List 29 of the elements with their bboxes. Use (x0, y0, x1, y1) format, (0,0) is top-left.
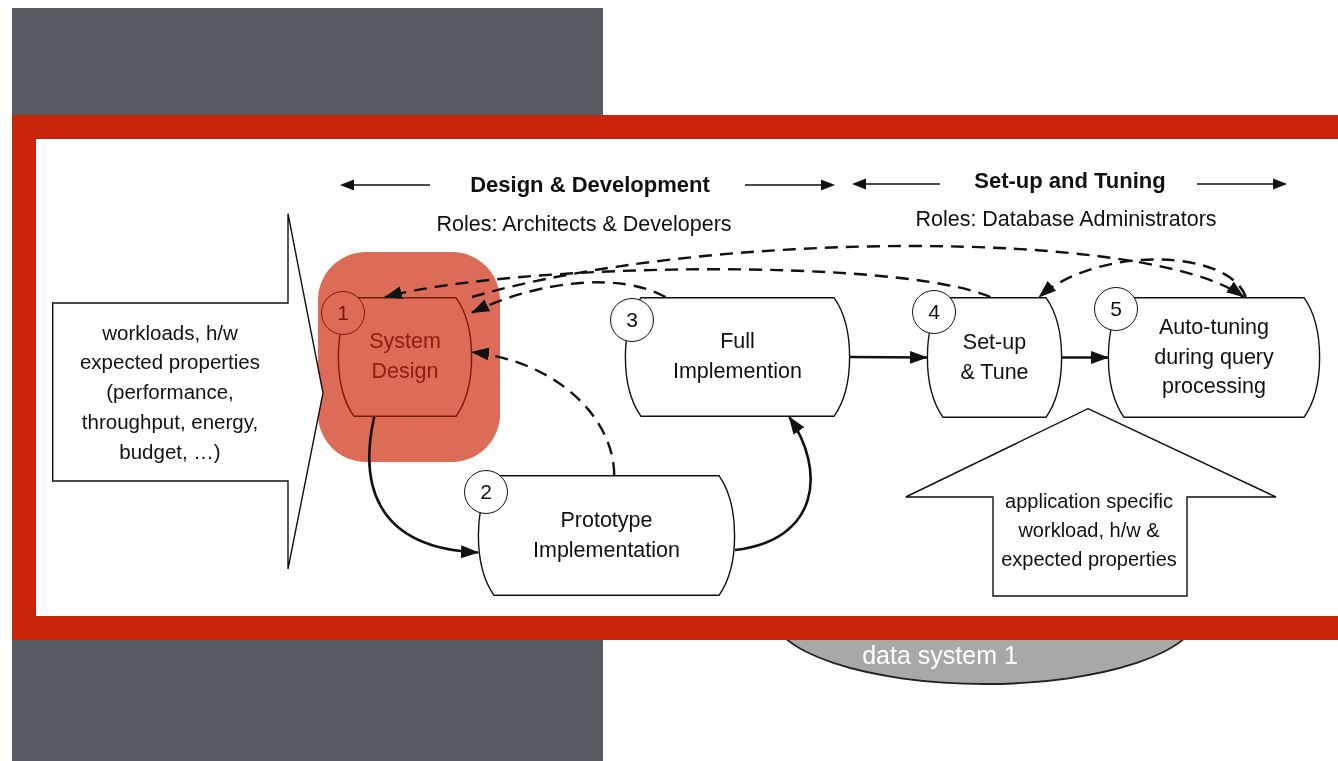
section-heading: Design & Development (470, 172, 710, 198)
arrow-label: workloads, h/w expected properties (performance, throughput, energy, budget, …) (78, 319, 262, 465)
arrow (368, 416, 479, 558)
process-box (927, 297, 1062, 418)
section-heading: Set-up and Tuning (974, 168, 1166, 194)
node-label: Prototype Implementation (532, 506, 681, 564)
arrow (471, 348, 616, 476)
arrow (734, 416, 812, 552)
label-text: data system 1 (862, 641, 1018, 670)
arrow (1062, 351, 1109, 364)
label-text: Roles: Architects & Developers (436, 212, 732, 237)
process-box (338, 297, 472, 417)
process-box (478, 475, 735, 596)
node-label: Set-up & Tune (959, 328, 1030, 386)
node-label: System Design (368, 328, 442, 385)
arrow (850, 350, 928, 364)
highlight-area (318, 252, 500, 462)
process-box (1108, 297, 1320, 418)
arrow (471, 244, 1245, 299)
arrow-label: application specific workload, h/w & expected properties (1000, 488, 1178, 572)
arrow (383, 268, 991, 300)
node-label: Auto-tuning during query processing (1153, 314, 1275, 401)
step-number-circle: 1 (321, 291, 365, 335)
arrow (1038, 258, 1247, 298)
arrow (471, 281, 666, 314)
label-text: Roles: Database Administrators (915, 207, 1217, 232)
block-arrow (52, 213, 324, 570)
node-label: Full Implemention (671, 328, 804, 385)
process-box (625, 297, 850, 417)
